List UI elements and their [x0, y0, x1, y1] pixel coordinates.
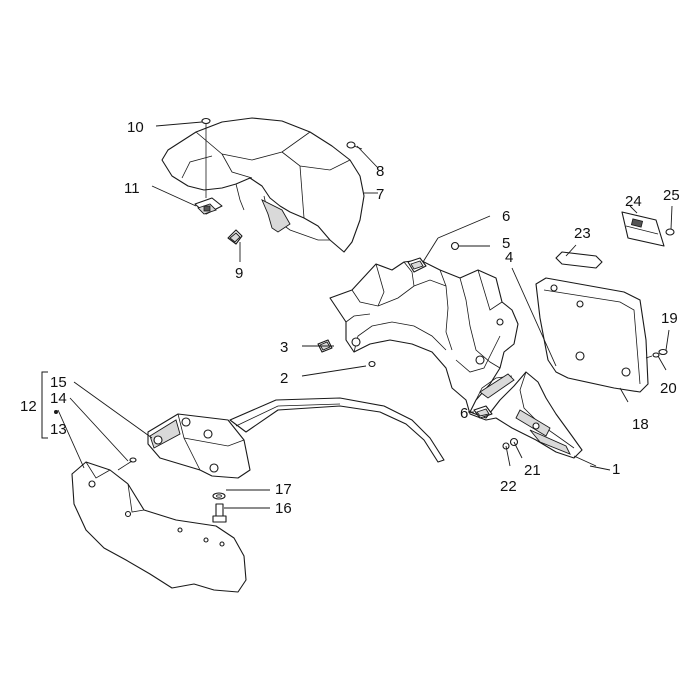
- bracket-arm-part: [147, 397, 445, 479]
- callout-17: 17: [275, 481, 292, 498]
- callout-1: 1: [612, 461, 620, 478]
- callout-24: 24: [625, 193, 642, 210]
- callout-15: 15: [50, 374, 67, 391]
- callout-11: 11: [124, 180, 140, 197]
- leader-lines: [57, 121, 673, 509]
- spring-clip-part: [227, 229, 243, 245]
- callout-25: 25: [663, 187, 680, 204]
- callout-4: 4: [505, 249, 513, 266]
- clip-nut-part: [194, 197, 223, 215]
- screw-top-part: [201, 117, 211, 198]
- callout-21: 21: [524, 462, 541, 479]
- callout-8: 8: [376, 163, 384, 180]
- screw-side-part: [346, 141, 363, 150]
- group-bracket: [41, 371, 48, 439]
- washer-17-part: [212, 492, 226, 500]
- callout-labels: 10 8 11 7 9 6 5 23 24 25 4 3 2 19 20 18 …: [20, 119, 680, 517]
- clip-upper-part: [407, 257, 427, 273]
- callout-3: 3: [280, 339, 288, 356]
- callout-20: 20: [660, 380, 677, 397]
- callout-9: 9: [235, 265, 243, 282]
- callout-14: 14: [50, 390, 67, 407]
- clip-lower-part: [473, 405, 493, 419]
- callout-10: 10: [127, 119, 144, 136]
- callout-2: 2: [280, 370, 288, 387]
- plate-light-part: [621, 211, 665, 247]
- reflector-part: [555, 251, 603, 269]
- callout-18: 18: [632, 416, 649, 433]
- callout-5: 5: [502, 235, 510, 252]
- plate-holder-part: [535, 277, 649, 393]
- screw-5-part: [450, 241, 460, 251]
- callout-22: 22: [500, 478, 517, 495]
- callout-6-upper: 6: [502, 208, 510, 225]
- screw-25-part: [665, 228, 675, 236]
- callout-6-lower: 6: [460, 405, 468, 422]
- callout-16: 16: [275, 500, 292, 517]
- screw-14-part: [117, 457, 137, 471]
- callout-13: 13: [50, 421, 67, 438]
- mud-flap-part: [71, 461, 247, 593]
- callout-23: 23: [574, 225, 591, 242]
- callout-19: 19: [661, 310, 678, 327]
- bolt-16-part: [212, 503, 227, 523]
- rear-cover-part: [161, 117, 365, 253]
- callout-12: 12: [20, 398, 37, 415]
- rear-fender-part: [329, 259, 583, 459]
- callout-7: 7: [376, 186, 384, 203]
- bullet-dot: [54, 410, 58, 414]
- screw-2-part: [368, 360, 376, 368]
- screw-19-part: [645, 348, 668, 359]
